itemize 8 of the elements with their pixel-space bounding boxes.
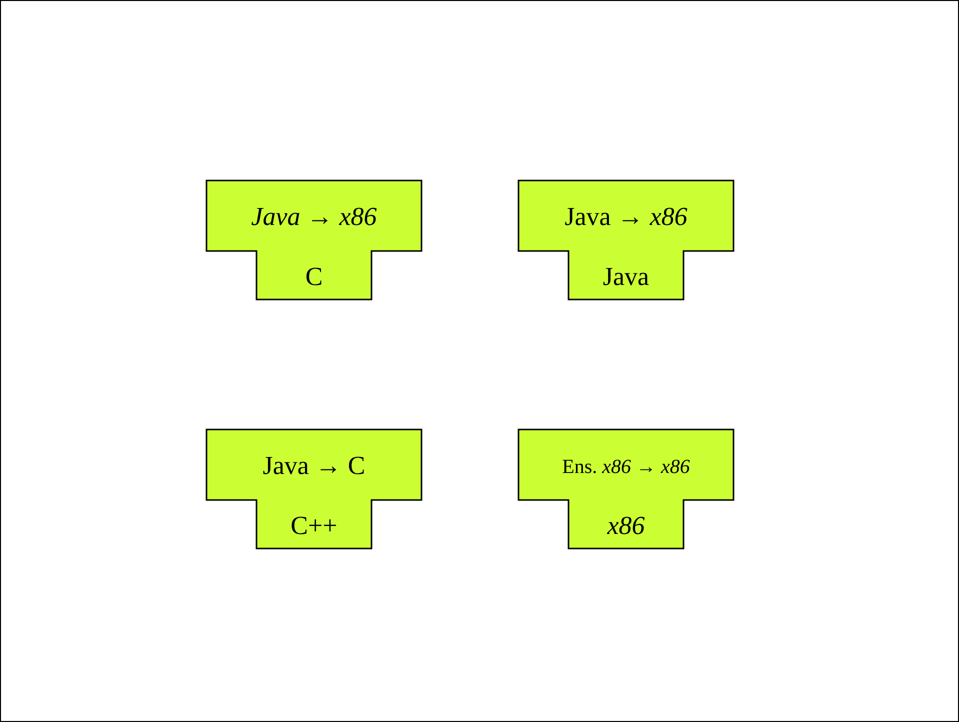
translation-label: Java → x86 — [250, 204, 378, 230]
translation-label: Java → C — [262, 453, 366, 479]
implementation-language-label: Java — [602, 264, 650, 290]
implementation-language-label: C++ — [290, 513, 338, 539]
implementation-language-label: C — [304, 264, 324, 290]
implementation-language-label: x86 — [606, 513, 646, 539]
translation-label: Java → x86 — [564, 204, 688, 230]
translation-label: Ens. x86 → x86 — [561, 457, 691, 477]
